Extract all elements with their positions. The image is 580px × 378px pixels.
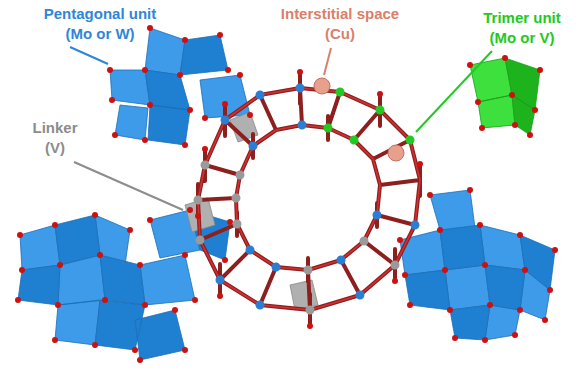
- molybdenum-atoms: [220, 88, 415, 305]
- leader-line: [74, 162, 183, 210]
- ring-bond-highlights: [198, 88, 420, 310]
- component-label: Trimer unit (Mo or V): [472, 8, 572, 48]
- leader-line: [324, 48, 331, 75]
- copper-atom: [314, 78, 330, 94]
- pentagonal-polyhedra-light: [20, 28, 550, 345]
- component-label: Linker (V): [24, 118, 86, 158]
- vanadium-linker-atoms: [198, 165, 395, 310]
- component-label: Pentagonal unit (Mo or W): [36, 4, 164, 44]
- ring-bonds: [198, 72, 420, 326]
- component-label: Interstitial space (Cu): [265, 4, 415, 44]
- leader-line: [416, 51, 492, 132]
- oxygen-atoms: [18, 28, 555, 360]
- trimer-polyhedra: [470, 58, 540, 135]
- leader-line: [70, 47, 108, 64]
- vanadium-trimer-atoms: [328, 92, 410, 140]
- copper-atom: [388, 145, 404, 161]
- pentagonal-polyhedra-dark: [18, 35, 555, 360]
